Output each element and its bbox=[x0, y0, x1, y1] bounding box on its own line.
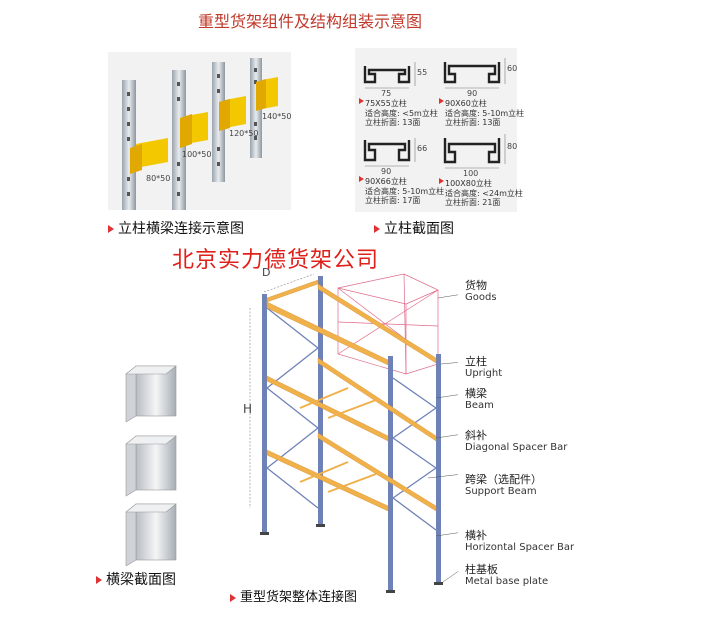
bullet-triangle-icon bbox=[96, 576, 102, 584]
section-spec-4: 100X80立柱适合高度: <24m立柱立柱折面: 21面 bbox=[445, 179, 523, 207]
section-profile-4 bbox=[443, 138, 501, 164]
beams bbox=[266, 279, 437, 512]
beam-profile-2 bbox=[125, 435, 177, 497]
section-height-1: 55 bbox=[417, 68, 428, 77]
company-name: 北京实力德货架公司 bbox=[172, 248, 380, 273]
section-height-4: 80 bbox=[507, 142, 518, 151]
section-width-3: 90 bbox=[381, 167, 392, 176]
caption-upright-beam: 立柱横梁连接示意图 bbox=[108, 218, 244, 238]
upright-posts bbox=[262, 276, 441, 592]
caption-beam-section: 横梁截面图 bbox=[96, 569, 176, 589]
page-title: 重型货架组件及结构组装示意图 bbox=[197, 12, 422, 31]
section-height-2: 60 bbox=[507, 64, 518, 73]
beam-size-2: 100*50 bbox=[182, 150, 212, 159]
beam-connector-1 bbox=[130, 138, 168, 174]
upright-post-3 bbox=[212, 62, 225, 182]
upright-section-drawings bbox=[359, 58, 506, 184]
section-width-2: 90 bbox=[467, 89, 478, 98]
section-profile-1 bbox=[363, 66, 411, 84]
section-spec-1: 75X55立柱适合高度: <5m立柱立柱折面: 13面 bbox=[365, 99, 438, 127]
beam-connector-3 bbox=[219, 96, 246, 131]
section-height-3: 66 bbox=[417, 144, 428, 153]
bullet-triangle-icon bbox=[374, 225, 380, 233]
base-plates bbox=[260, 524, 443, 593]
beam-size-1: 80*50 bbox=[146, 174, 171, 183]
bullet-triangle-icon bbox=[230, 593, 236, 602]
dimension-depth: D bbox=[262, 266, 271, 279]
upright-post-1 bbox=[122, 80, 136, 210]
section-spec-2: 90X60立柱适合高度: 5-10m立柱立柱折面: 13面 bbox=[445, 99, 525, 127]
goods-box bbox=[337, 273, 439, 375]
beam-section-illustration bbox=[125, 365, 177, 566]
upright-section-panel: 75 55 90 60 90 66 100 80 75X55立柱适合高度: <5… bbox=[355, 48, 524, 212]
section-width-1: 75 bbox=[381, 89, 392, 98]
upright-beam-panel bbox=[108, 52, 291, 210]
beam-connector-4 bbox=[256, 77, 278, 111]
bullet-triangle-icon bbox=[108, 225, 114, 233]
support-beams bbox=[299, 387, 377, 493]
part-label-support-beam: 跨梁（选配件）Support Beam bbox=[465, 473, 542, 498]
section-spec-3: 90X66立柱适合高度: 5-10m立柱立柱折面: 17面 bbox=[365, 177, 445, 205]
caption-overall-rack: 重型货架整体连接图 bbox=[230, 586, 357, 605]
section-profile-3 bbox=[363, 140, 411, 162]
section-profile-2 bbox=[443, 62, 501, 84]
beam-profile-1 bbox=[125, 365, 177, 423]
upright-post-2 bbox=[172, 70, 186, 210]
upright-beam-illustration bbox=[122, 58, 278, 210]
dimension-height: H bbox=[243, 402, 253, 416]
caption-upright-section: 立柱截面图 bbox=[374, 218, 454, 238]
beam-connector-2 bbox=[180, 112, 208, 148]
section-width-4: 100 bbox=[463, 169, 479, 178]
beam-size-4: 140*50 bbox=[262, 112, 292, 121]
rack-assembly-diagram bbox=[249, 273, 458, 593]
beam-profile-3 bbox=[125, 503, 177, 566]
beam-size-3: 120*50 bbox=[229, 129, 259, 138]
